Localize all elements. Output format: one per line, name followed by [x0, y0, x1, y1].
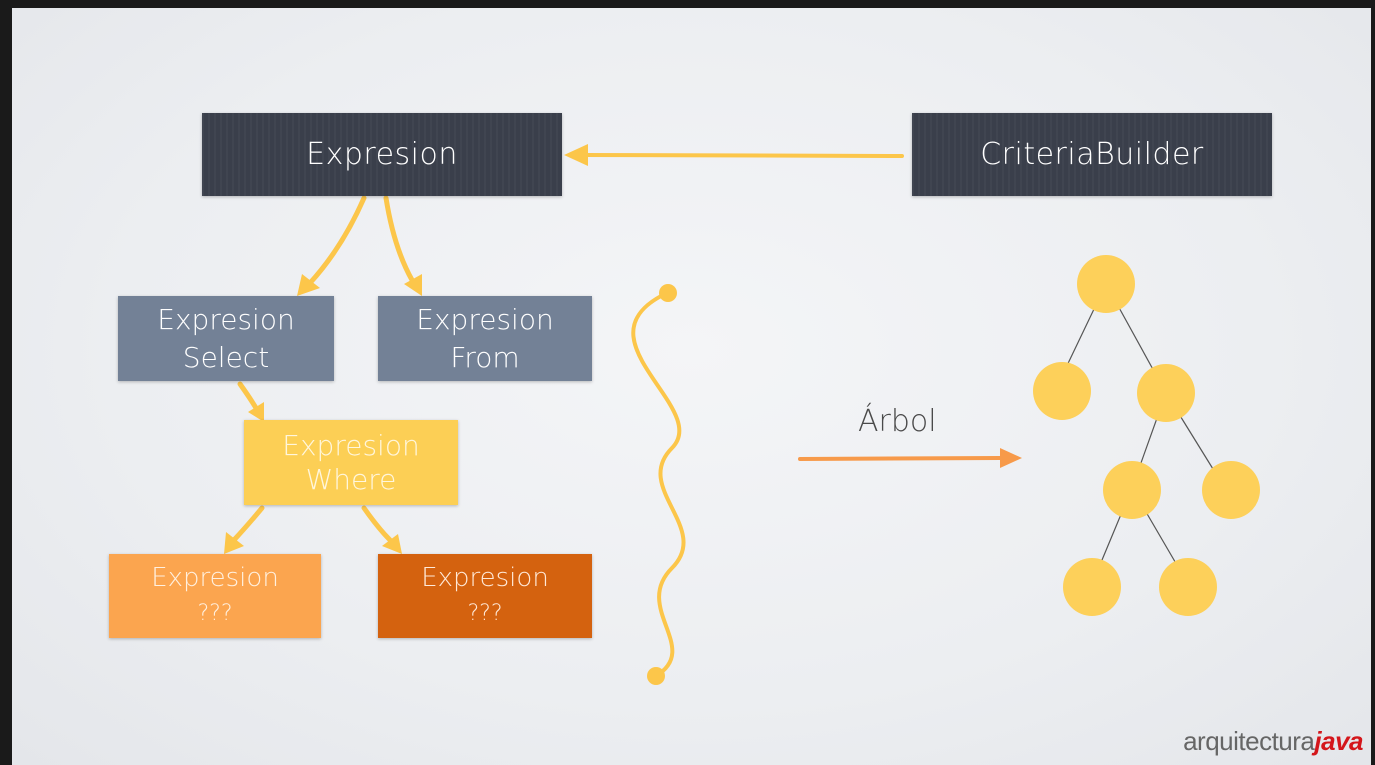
logo-text-part2: java [1314, 726, 1363, 756]
criteria-builder-box-label: CriteriaBuilder [980, 137, 1204, 172]
expresion-select-line1: Expresion [157, 302, 295, 336]
expresion-unknown-2-line1: Expresion [421, 563, 549, 593]
expresion-from-line1: Expresion [416, 302, 554, 336]
arrow-where-to-q2 [361, 505, 393, 543]
arbol-label: Árbol [858, 404, 937, 439]
wavy-line-end-dot [647, 667, 665, 685]
tree-node-root [1077, 255, 1135, 313]
expresion-select-line2: Select [182, 340, 270, 374]
arrow-expresion-to-select [307, 195, 367, 286]
tree-node-right-left [1103, 461, 1161, 519]
expresion-unknown-box-2: Expresion ??? [378, 554, 592, 638]
arrow-criteria-to-expresion [584, 153, 904, 158]
expresion-unknown-1-line1: Expresion [151, 563, 279, 593]
connectors-layer [224, 144, 1260, 685]
arrow-head-q2 [382, 534, 402, 554]
expresion-box-label: Expresion [306, 137, 458, 172]
arbol-arrow-line [798, 456, 1002, 461]
tree-node-right-right [1202, 461, 1260, 519]
expresion-unknown-2-line2: ??? [467, 601, 503, 626]
arrow-where-to-q1 [231, 505, 265, 543]
tree-node-leaf-1 [1063, 558, 1121, 616]
criteria-builder-box: CriteriaBuilder [912, 113, 1272, 196]
arrow-head-select [297, 274, 320, 296]
slide: Expresion CriteriaBuilder Expresion Sele… [12, 8, 1371, 765]
wavy-line-start-dot [659, 284, 677, 302]
arrow-expresion-to-from [383, 195, 415, 283]
expresion-select-box: Expresion Select [118, 296, 334, 381]
expresion-from-line2: From [450, 340, 520, 374]
arrow-head-expresion [564, 144, 588, 166]
arquitecturajava-logo: arquitecturajava [1183, 726, 1363, 757]
expresion-unknown-1-line2: ??? [197, 601, 233, 626]
arrow-head-q1 [224, 532, 244, 554]
expresion-where-line2: Where [305, 462, 397, 496]
expresion-from-box: Expresion From [378, 296, 592, 381]
tree-node-left [1033, 362, 1091, 420]
tree-node-right [1137, 364, 1195, 422]
arrow-head-where [248, 402, 264, 422]
arbol-arrow-head [1000, 448, 1022, 468]
tree-diagram [1033, 255, 1260, 616]
wavy-line [631, 284, 686, 685]
expresion-unknown-box-1: Expresion ??? [109, 554, 321, 638]
expresion-where-box: Expresion Where [244, 420, 458, 505]
arrow-select-to-where [237, 381, 259, 411]
tree-node-leaf-2 [1159, 558, 1217, 616]
expresion-where-line1: Expresion [282, 428, 420, 462]
arrow-head-from [404, 274, 422, 296]
logo-text-part1: arquitectura [1183, 726, 1315, 756]
expresion-box: Expresion [202, 113, 562, 196]
